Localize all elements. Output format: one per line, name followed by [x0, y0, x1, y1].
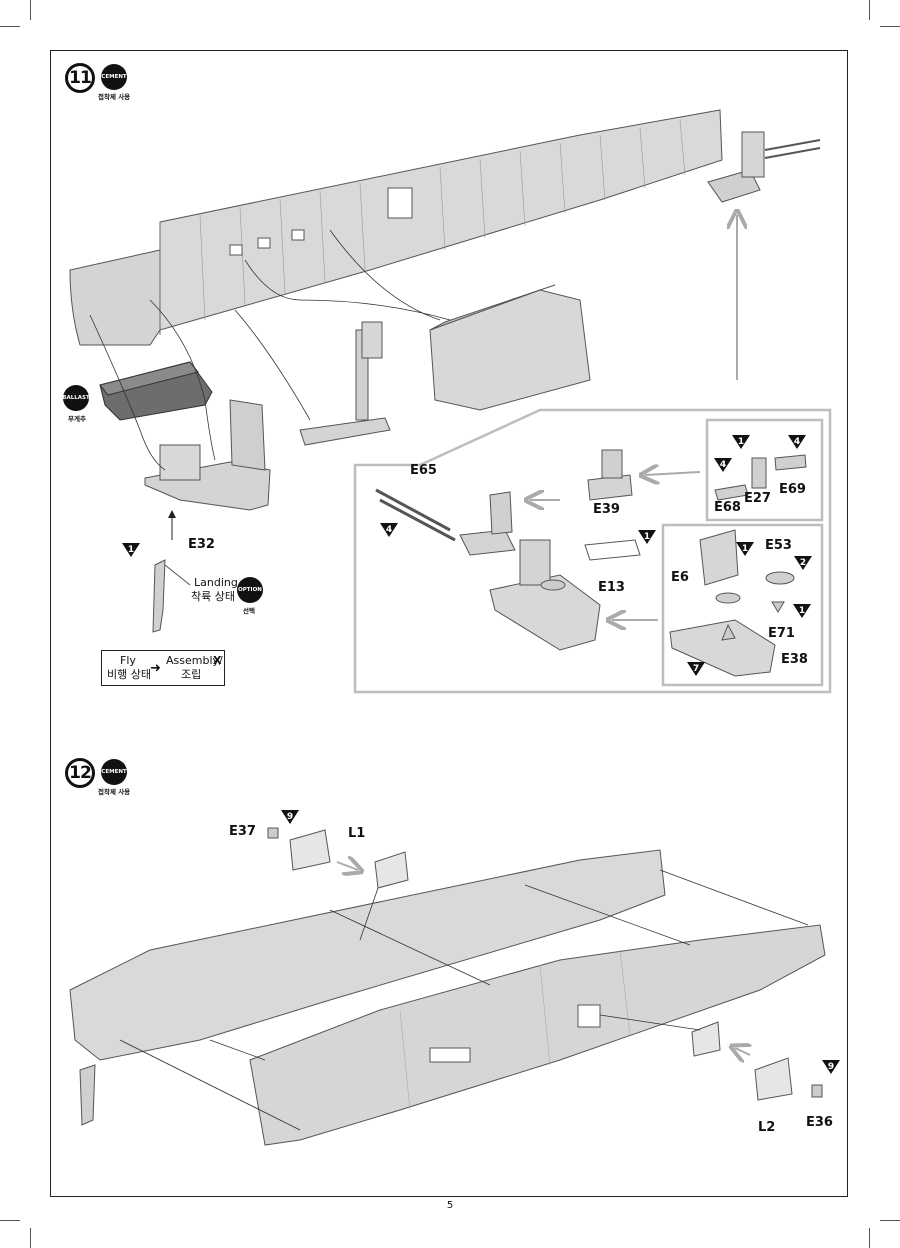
part-label-e53: E53 [765, 538, 792, 553]
ballast-caption: 무게추 [68, 415, 86, 423]
windows-step12 [267, 827, 823, 1101]
landing-label-kr: 착륙 상태 [191, 590, 235, 603]
part-label-e37: E37 [229, 824, 256, 839]
leader-lines-step11 [89, 229, 451, 471]
crop-mark [869, 1228, 870, 1248]
crop-mark [869, 0, 870, 20]
part-label-l2: L2 [758, 1120, 776, 1135]
part-label-e27: E27 [744, 491, 771, 506]
cement-caption-12: 접착제 사용 [98, 788, 131, 796]
inset-subbox-bottom [661, 523, 824, 687]
inset-subbox-top [705, 418, 824, 522]
turret-pedestal [299, 321, 391, 446]
part-label-e39: E39 [593, 502, 620, 517]
landing-label-en: Landing [194, 576, 238, 589]
landing-gear-e32 [152, 559, 191, 633]
step-11-number: 11 [65, 63, 95, 93]
crop-mark [0, 26, 20, 27]
option-caption: 선택 [243, 607, 255, 615]
option-badge: OPTION [237, 577, 263, 603]
page-number: 5 [446, 1200, 454, 1211]
part-label-e69: E69 [779, 482, 806, 497]
cement-caption: 접착제 사용 [98, 93, 131, 101]
fuselage-half-step11 [69, 109, 723, 346]
fly-label-kr: 비행 상태 [107, 668, 151, 681]
part-label-l1: L1 [348, 826, 366, 841]
assembly-label-en: Assembly/ [166, 654, 223, 667]
part-label-e36: E36 [806, 1115, 833, 1130]
cement-badge: CEMENT [101, 64, 127, 90]
part-label-e65: E65 [410, 463, 437, 478]
bomb-bay-bulkhead [429, 284, 591, 411]
fly-assembly-legend: Fly 비행 상태 ➜ Assembly/ X 조립 [101, 650, 225, 686]
part-label-e38: E38 [781, 652, 808, 667]
ballast-block [99, 361, 213, 421]
part-label-e68: E68 [714, 500, 741, 515]
fly-label-en: Fly [120, 654, 136, 667]
assembly-label-kr: 조립 [181, 668, 202, 681]
arrow-right-icon: ➜ [150, 661, 161, 676]
fuselage-step12 [69, 849, 826, 1146]
crop-mark [30, 1228, 31, 1248]
crop-mark [0, 1220, 20, 1221]
cockpit-floor [144, 399, 271, 511]
part-label-e32: E32 [188, 537, 215, 552]
part-label-e6: E6 [671, 570, 689, 585]
inset-parts [375, 449, 807, 677]
part-label-e13: E13 [598, 580, 625, 595]
inset-outline [353, 408, 832, 694]
crop-mark [880, 26, 900, 27]
leader-lines-step12 [119, 869, 809, 1131]
page-frame [50, 50, 848, 1197]
crop-mark [880, 1220, 900, 1221]
cement-badge-12: CEMENT [101, 759, 127, 785]
ballast-badge: BALLAST [62, 385, 90, 411]
assembly-x-mark: X [213, 654, 222, 667]
part-label-e71: E71 [768, 626, 795, 641]
tail-turret-step11 [707, 131, 821, 203]
step-12-number: 12 [65, 758, 95, 788]
crop-mark [30, 0, 31, 20]
